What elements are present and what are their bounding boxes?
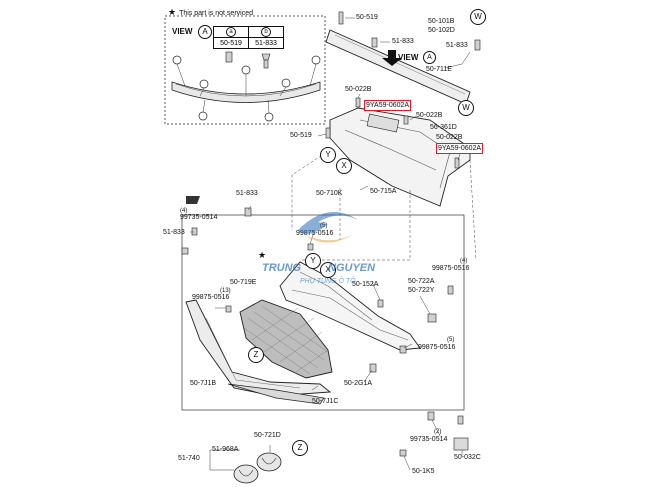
label-50-1K5: 50-1K5 — [412, 468, 435, 475]
label-51-833-c: 51-833 — [236, 190, 258, 197]
watermark-brand-right: NGUYEN — [328, 262, 376, 274]
spacer-part — [186, 196, 200, 204]
inset-callout-circles — [172, 55, 321, 122]
legend-text: This part is not serviced — [179, 10, 253, 17]
callout-W-2: W — [458, 100, 474, 116]
label-50-022B-b: 50-022B — [416, 112, 443, 119]
inset-table-part-b: 51-833 — [248, 37, 284, 49]
label-99875-0516-a: 99875-0516 — [296, 230, 334, 237]
label-50-711E: 50-711E — [426, 66, 452, 73]
label-50-519-mid: 50-519 — [290, 132, 312, 139]
highlighted-part-2: 9YA59-0602A — [436, 143, 484, 154]
inset-table-part-a: 50-519 — [213, 37, 249, 49]
bracket-50-032C — [453, 437, 469, 451]
watermark-tagline: PHỤ TÙNG Ô TÔ — [300, 278, 356, 285]
qty-2: (2) — [434, 429, 442, 435]
emblem-front — [256, 452, 282, 472]
label-56-361D: 56-361D — [430, 124, 457, 131]
inset-leader-lines — [176, 63, 317, 114]
view-arrow — [382, 50, 402, 66]
inset-view-title: VIEW — [172, 27, 192, 36]
label-51-740: 51-740 — [178, 455, 200, 462]
label-50-722A: 50-722A — [408, 278, 435, 285]
callout-W-1: W — [470, 9, 486, 25]
inset-bumper-shape — [171, 81, 321, 103]
label-leaders — [190, 17, 471, 471]
highlighted-part-1: 9YA59-0602A — [364, 100, 412, 111]
top-view-word: VIEW — [398, 53, 419, 62]
watermark-logo-icon — [298, 212, 358, 243]
mesh-pattern — [243, 305, 329, 375]
label-51-968A: 51-968A — [212, 446, 239, 453]
label-50-715A: 50-715A — [370, 188, 397, 195]
label-51-833-a: 51-833 — [392, 38, 414, 45]
star-icon: ★ — [168, 7, 177, 17]
callout-Z-2: Z — [292, 440, 308, 456]
label-50-719E: 50-719E — [230, 279, 257, 286]
callout-X-2: X — [320, 262, 336, 278]
not-serviced-star-icon: ★ — [258, 250, 267, 260]
callout-Y-2: Y — [305, 253, 321, 269]
fastener-icons — [181, 11, 481, 457]
callout-Y-1: Y — [320, 147, 336, 163]
label-50-2G1A: 50-2G1A — [344, 380, 373, 387]
label-50-721D: 50-721D — [254, 432, 281, 439]
label-50-032C: 50-032C — [454, 454, 481, 461]
callout-X-1: X — [336, 158, 352, 174]
inset-view-word: VIEW — [172, 27, 193, 36]
label-50-722Y: 50-722Y — [408, 287, 435, 294]
label-99875-0516-d: 99875-0516 — [418, 344, 456, 351]
emblem-base — [233, 464, 259, 484]
watermark-brand-left: TRUNG — [262, 262, 302, 274]
label-99875-0516-b: 99875-0516 — [192, 294, 230, 301]
label-50-102D: 50-102D — [428, 27, 455, 34]
inset-parts-table: a b 50-519 51-833 — [213, 26, 284, 49]
shield-bracket — [329, 107, 471, 207]
top-view-title: VIEW — [398, 53, 418, 62]
inset-table-header-b: b — [248, 26, 284, 38]
label-50-022B-c: 50-022B — [436, 134, 463, 141]
label-50-101B: 50-101B — [428, 18, 455, 25]
label-50-022B-a: 50-022B — [345, 86, 372, 93]
inset-view-letter: A — [198, 25, 212, 39]
callout-Z-1: Z — [248, 347, 264, 363]
bottom-leaders — [209, 445, 271, 471]
label-51-833-d: 51-833 — [163, 229, 185, 236]
qty-4-a: (4) — [180, 208, 188, 214]
mesh-grille — [239, 299, 333, 379]
top-view-letter: A — [423, 51, 436, 64]
label-50-152A: 50-152A — [352, 281, 379, 288]
qty-5-b: (5) — [447, 337, 455, 343]
label-99875-0516-c: 99875-0516 — [432, 265, 470, 272]
chrome-wing-upper — [185, 299, 332, 397]
label-99735-0514-a: 99735-0514 — [180, 214, 218, 221]
inset-table-header-a: a — [213, 26, 249, 38]
label-50-519-top: 50-519 — [356, 14, 378, 21]
legend: ★This part is not serviced — [168, 7, 253, 18]
qty-4-b: (4) — [460, 258, 468, 264]
label-51-833-b: 51-833 — [446, 42, 468, 49]
label-50-7J1B: 50-7J1B — [190, 380, 217, 387]
chrome-wing-lower — [227, 383, 325, 405]
inset-view-box — [164, 15, 326, 125]
label-50-7J1C: 50-7J1C — [312, 398, 339, 405]
label-50-710K: 50-710K — [316, 190, 343, 197]
label-99735-0514-b: 99735-0514 — [410, 436, 448, 443]
inset-clip-icons — [225, 51, 271, 69]
qty-13: (13) — [220, 288, 231, 294]
